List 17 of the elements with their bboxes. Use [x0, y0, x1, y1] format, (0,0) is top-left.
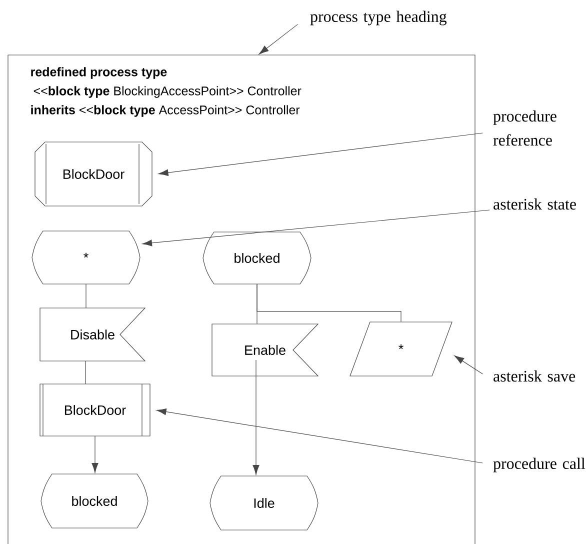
- leader-line: [156, 408, 483, 464]
- annotation-text: asterisk state: [494, 198, 576, 210]
- leader-line: [454, 356, 483, 374]
- annotation-text: procedure reference: [493, 110, 556, 146]
- leader-line: [142, 210, 490, 246]
- arrow: [92, 436, 98, 473]
- heading-text: inherits <<block type AccessPoint>> Controller: [31, 105, 300, 117]
- annotation-text: procedure call: [493, 458, 586, 472]
- annotation-text: asterisk save: [494, 370, 576, 382]
- annotation-text: process type heading: [310, 10, 447, 26]
- leader-line: [258, 24, 298, 54]
- connector-line: [256, 284, 402, 322]
- connector-line: [85, 360, 86, 384]
- heading-text: redefined process type: [31, 67, 167, 79]
- leader-line: [158, 132, 483, 176]
- heading-text: <<block type BlockingAccessPoint>> Controller: [34, 86, 302, 98]
- arrow: [252, 360, 260, 475]
